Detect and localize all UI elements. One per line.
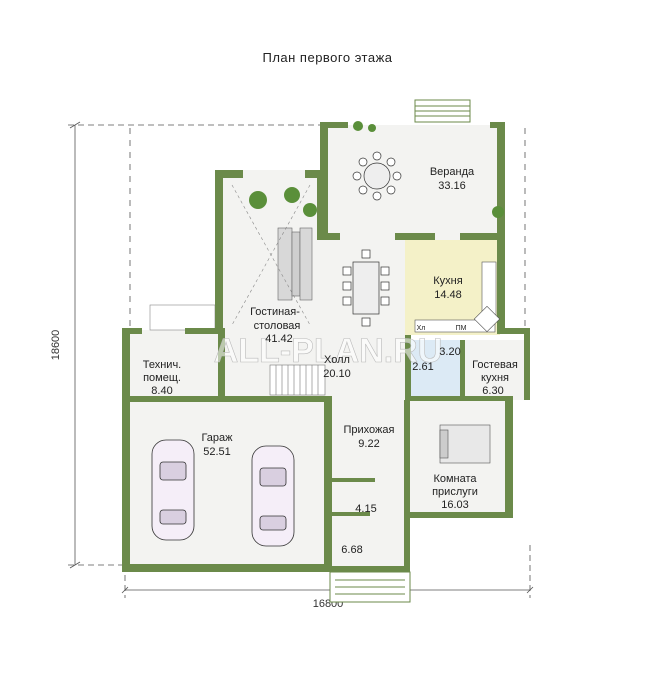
car-icon [151,439,295,547]
area-wc2: 3.20 [439,346,460,358]
dimension-lines [68,121,534,598]
plan-title: План первого этажа [262,50,393,65]
room-area-kitchen: 14.48 [434,289,462,301]
room-area-guest-kitchen: 6.30 [482,385,503,397]
height-dimension: 18600 [50,330,62,361]
dishwasher-label: ПМ [456,325,467,332]
area-porch: 6.68 [341,544,362,556]
room-area-garage: 52.51 [203,446,231,458]
room-area-servant: 16.03 [441,499,469,511]
room-area-hall: 20.10 [323,368,351,380]
room-name-living: Гостиная- [250,306,300,318]
plant-icon [249,121,504,218]
room-name-veranda: Веранда [430,166,475,178]
room-name-entry: Прихожая [344,424,395,436]
room-name-tech: Технич. [143,359,181,371]
watermark: ALL-PLAN.RU [214,332,443,370]
sofa-icon [277,227,313,301]
staircase [269,364,326,396]
area-vestibule: 4.15 [355,503,376,515]
room-diagonal-lines [231,184,311,326]
room-name-servant: Комната [433,473,477,485]
walls [122,122,530,572]
room-name-kitchen: Кухня [433,275,462,287]
room-name-guest-kitchen-2: кухня [481,372,509,384]
room-labels: Веранда 33.16 Кухня 14.48 Гостиная- стол… [143,166,518,556]
area-wc1: 2.61 [412,361,433,373]
room-area-tech: 8.40 [151,385,172,397]
room-name-servant-2: прислуги [432,486,478,498]
bed-icon [439,424,491,464]
dining-table-icon [342,249,390,327]
room-area-entry: 9.22 [358,438,379,450]
kitchen-counter-icon [414,261,501,333]
room-name-living-2: столовая [254,320,301,332]
room-name-garage: Гараж [201,432,233,444]
room-name-hall: Холл [324,354,350,366]
room-area-veranda: 33.16 [438,180,466,192]
room-area-living: 41.42 [265,333,293,345]
steps [329,99,471,603]
round-table-icon [352,151,402,201]
room-name-tech-2: помещ. [143,372,181,384]
fridge-label: Хл [417,325,426,332]
room-name-guest-kitchen: Гостевая [472,359,518,371]
